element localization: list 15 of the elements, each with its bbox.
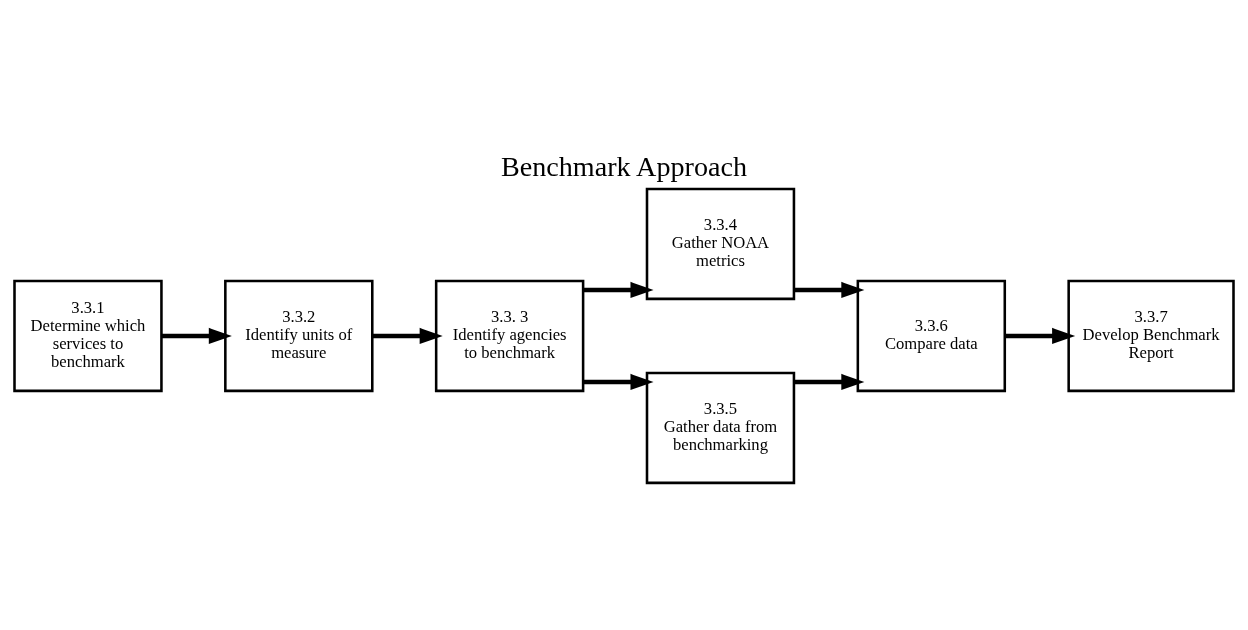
node-box: 3.3.5 Gather data from benchmarking bbox=[645, 371, 796, 484]
arrow bbox=[1005, 327, 1076, 344]
diagram-title: Benchmark Approach bbox=[501, 150, 747, 182]
node-box: 3.3.7 Develop Benchmark Report bbox=[1067, 279, 1235, 392]
node-box: 3.3. 3 Identify agencies to benchmark bbox=[434, 279, 585, 392]
node-box: 3.3.6 Compare data bbox=[856, 279, 1007, 392]
arrow bbox=[794, 281, 865, 298]
node-box: 3.3.4 Gather NOAA metrics bbox=[645, 187, 796, 300]
node-box: 3.3.2 Identify units of measure bbox=[224, 279, 374, 392]
node-box: 3.3.1 Determine which services to benchmark bbox=[13, 279, 163, 392]
arrow bbox=[583, 373, 654, 390]
arrow bbox=[372, 327, 443, 344]
arrow bbox=[583, 281, 654, 298]
arrow bbox=[161, 327, 232, 344]
arrow bbox=[794, 373, 865, 390]
